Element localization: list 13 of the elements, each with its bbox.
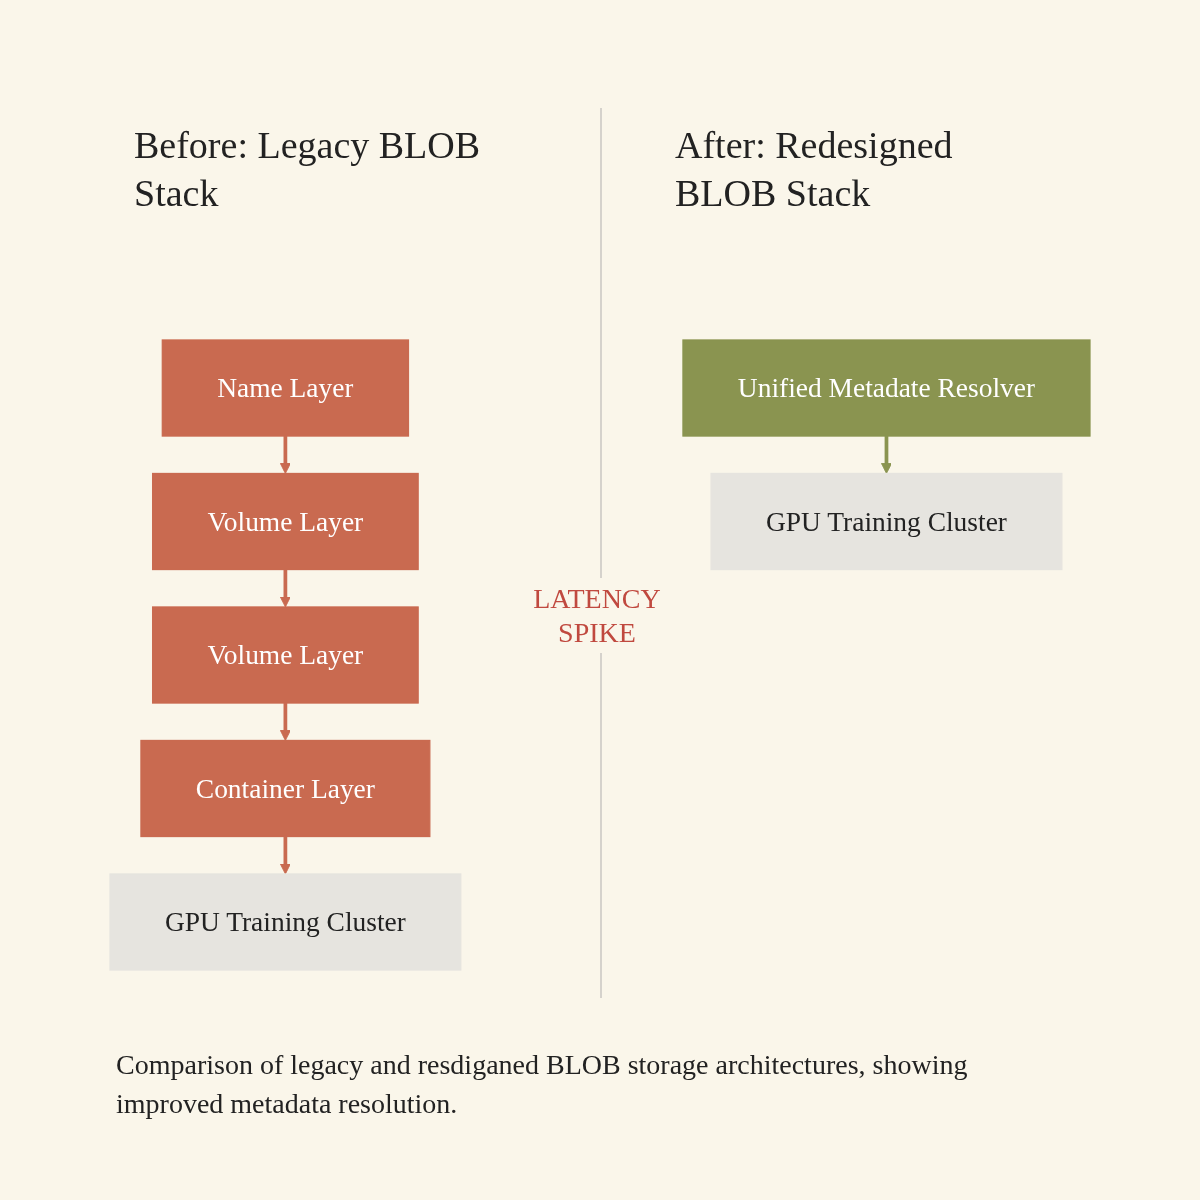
node-box: Volume Layer [152,606,419,704]
node-box: GPU Training Cluster [109,873,462,971]
node-box: Name Layer [161,339,410,437]
arrow [279,703,291,741]
arrow [279,436,291,474]
node-box: Unified Metadate Resolver [682,339,1091,437]
node-box: Container Layer [140,739,431,838]
node-box: GPU Training Cluster [710,472,1063,571]
arrow [881,436,892,474]
caption: Comparison of legacy and resdiganed BLOB storage architectures, showing improved metadata resolution. [116,1048,969,1122]
node-box: Volume Layer [152,472,419,571]
arrow [279,569,291,608]
arrow [279,836,291,875]
